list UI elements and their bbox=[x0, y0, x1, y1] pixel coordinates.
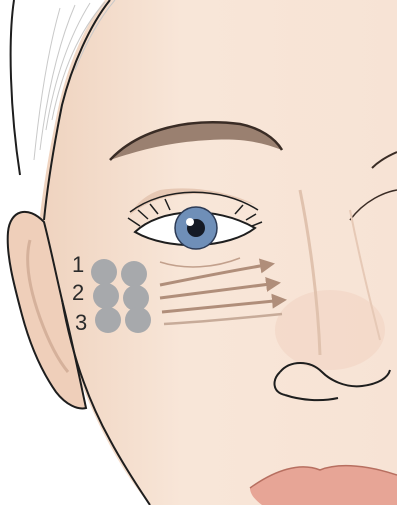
step-label-2: 2 bbox=[72, 280, 84, 305]
pad-2-right bbox=[123, 285, 149, 311]
pad-3-left bbox=[95, 307, 121, 333]
step-label-3: 3 bbox=[75, 310, 87, 335]
eye-highlight bbox=[186, 218, 194, 226]
pad-3-right bbox=[125, 307, 151, 333]
step-label-1: 1 bbox=[72, 252, 84, 277]
pad-1-right bbox=[121, 261, 147, 287]
face-skin bbox=[40, 0, 397, 505]
pad-2-left bbox=[93, 283, 119, 309]
cheek-blush bbox=[275, 290, 385, 370]
pad-1-left bbox=[91, 259, 117, 285]
